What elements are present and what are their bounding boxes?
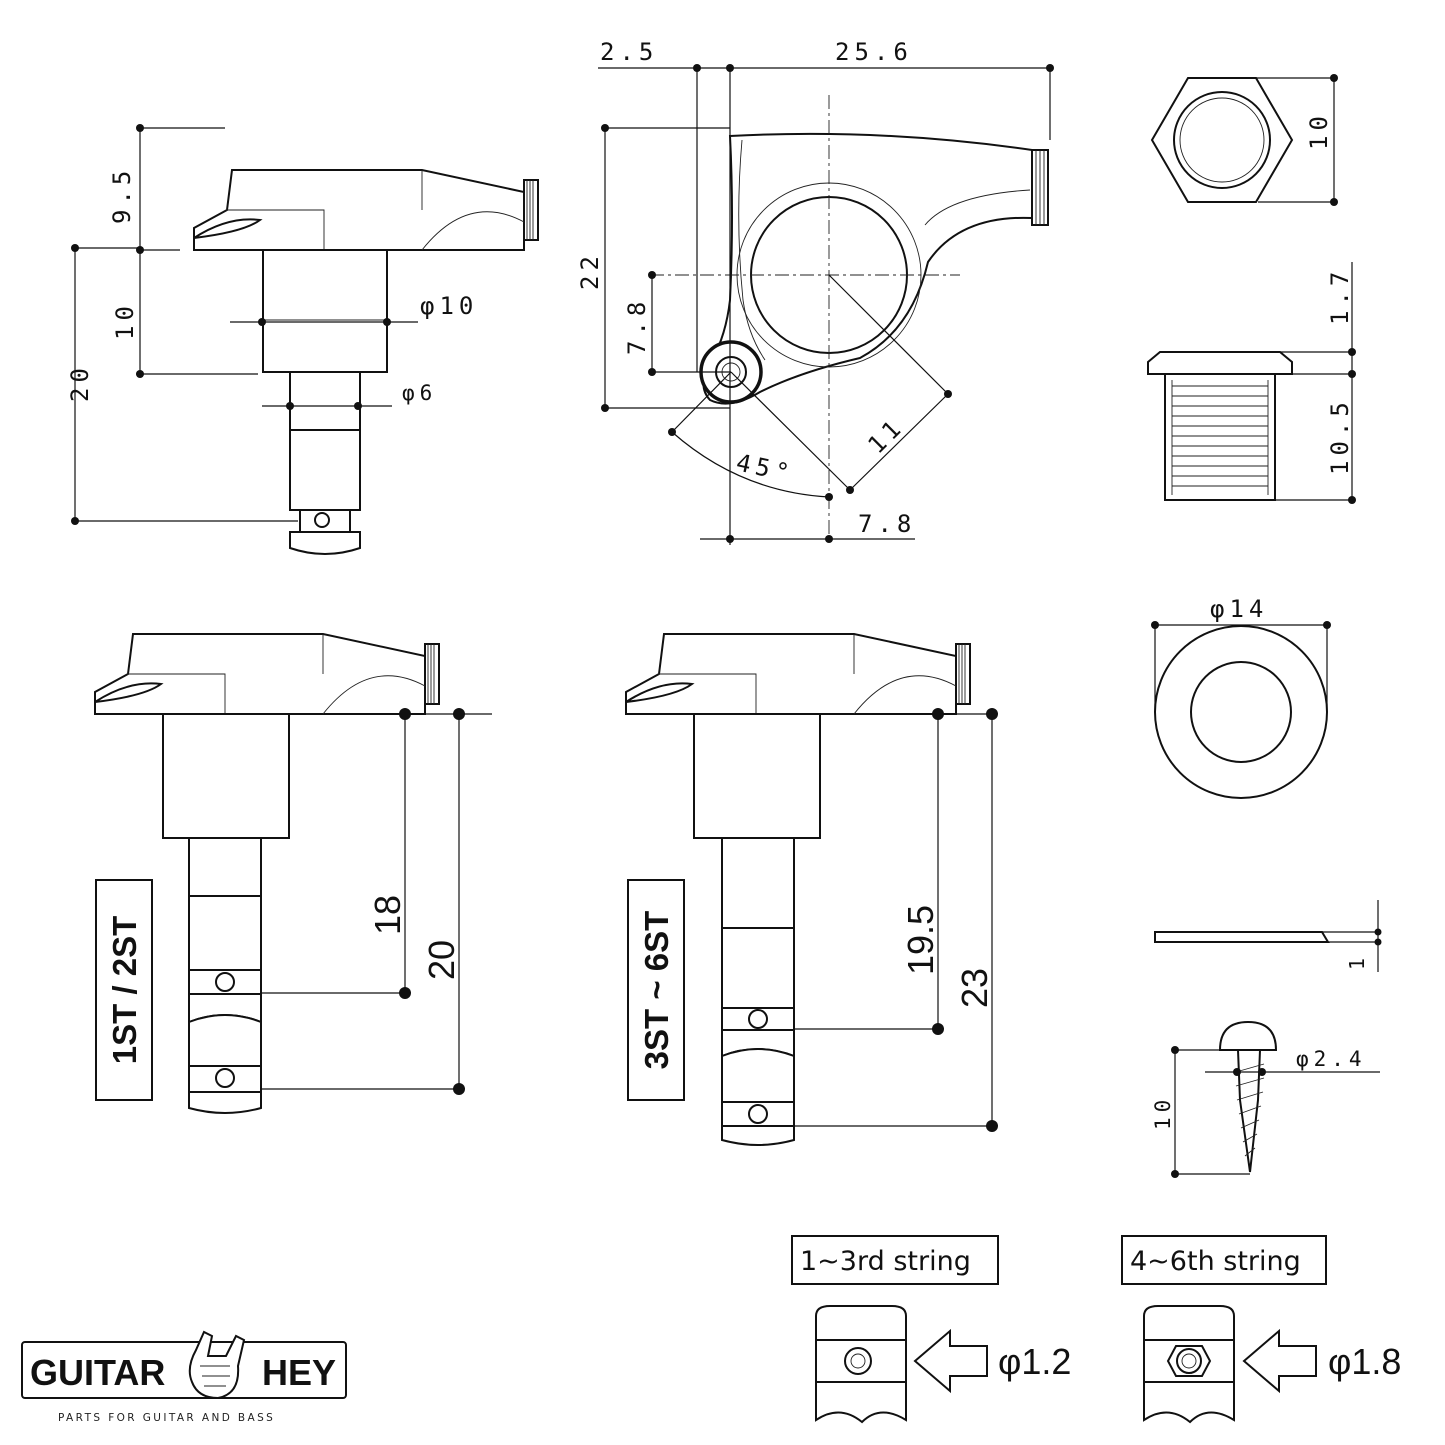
dim-2-5: 2.5 [600,38,658,66]
label-1-3rd-string: 1~3rd string [800,1246,971,1277]
label-3st-6st: 3ST ~ 6ST [638,911,675,1070]
dim-dia-1-2: φ1.2 [998,1341,1071,1382]
shaft [289,371,361,431]
dim-dia-1-8: φ1.8 [1328,1341,1401,1382]
dim-18: 18 [367,895,408,935]
logo-text-hey: HEY [262,1352,336,1393]
dim-7-8-vertical: 7.8 [623,297,651,355]
bushing-view: 1.7 10.5 [1147,262,1356,504]
dim-dia-2-4: φ2.4 [1296,1047,1367,1071]
label-1st-2st: 1ST / 2ST [106,916,143,1065]
short-bushing [162,713,290,839]
dim-20: 20 [66,363,94,402]
label-box-short [95,879,153,1101]
washer-inner [1190,661,1292,763]
dim-dia-14: φ14 [1210,595,1268,623]
washer-side [1154,931,1330,943]
arrow-icon [913,1328,988,1394]
logo-text-guitar: GUITAR [30,1352,165,1393]
dim-screw-10: 10 [1151,1095,1175,1130]
long-bushing [693,713,821,839]
rock-hand-icon [188,1330,246,1400]
long-post-view: 19.5 23 3ST ~ 6ST [625,633,998,1146]
arrow-icon [1242,1328,1317,1394]
hex-nut-view: 10 [1150,74,1338,206]
dim-nut-10: 10 [1305,111,1333,150]
post [289,429,361,511]
dim-19-5: 19.5 [900,905,941,975]
bushing-thread [1164,373,1276,501]
dim-9-5: 9.5 [108,166,136,224]
short-post-view: 18 20 1ST / 2ST [94,633,492,1114]
guitar-hey-logo[interactable]: GUITAR HEY PARTS FOR GUITAR AND BASS [21,1330,347,1424]
dim-7-8-horizontal: 7.8 [858,510,916,538]
dim-25-6: 25.6 [835,38,913,66]
dim-10: 10 [111,301,139,340]
dim-dia-10: φ10 [420,292,478,320]
label-box-4-6 [1121,1235,1327,1285]
label-4-6th-string: 4~6th string [1130,1246,1301,1277]
dim-1: 1 [1345,953,1369,970]
dim-22: 22 [576,251,604,290]
tuner-head-short [94,633,440,715]
dim-10-5: 10.5 [1326,397,1354,475]
dim-45-degrees: 45° [734,448,797,488]
tuner-head-long [625,633,971,715]
string-hole-large-view: 4~6th string φ1.8 [1121,1235,1401,1424]
tuner-head-side [193,169,539,251]
washer-view: φ14 1 [1151,595,1382,972]
dim-dia-6: φ6 [402,381,437,405]
logo-tagline: PARTS FOR GUITAR AND BASS [58,1412,275,1424]
label-box-long [627,879,685,1101]
dim-23: 23 [954,968,995,1008]
bushing-flange [1147,351,1293,375]
dim-1-7: 1.7 [1326,267,1354,325]
bushing-body [262,249,388,373]
screw-head [1218,1020,1278,1051]
side-view-top-left: 9.5 10 20 φ10 φ6 [66,124,539,555]
front-view-top-center: 2.5 25.6 22 7.8 11 45° 7.8 [576,38,1054,545]
string-hole-small-view: 1~3rd string φ1.2 [791,1235,1071,1424]
dim-11: 11 [862,412,909,459]
label-box-1-3 [791,1235,999,1285]
dim-short-20: 20 [421,940,462,980]
screw-view: 10 φ2.4 [1151,1020,1380,1178]
